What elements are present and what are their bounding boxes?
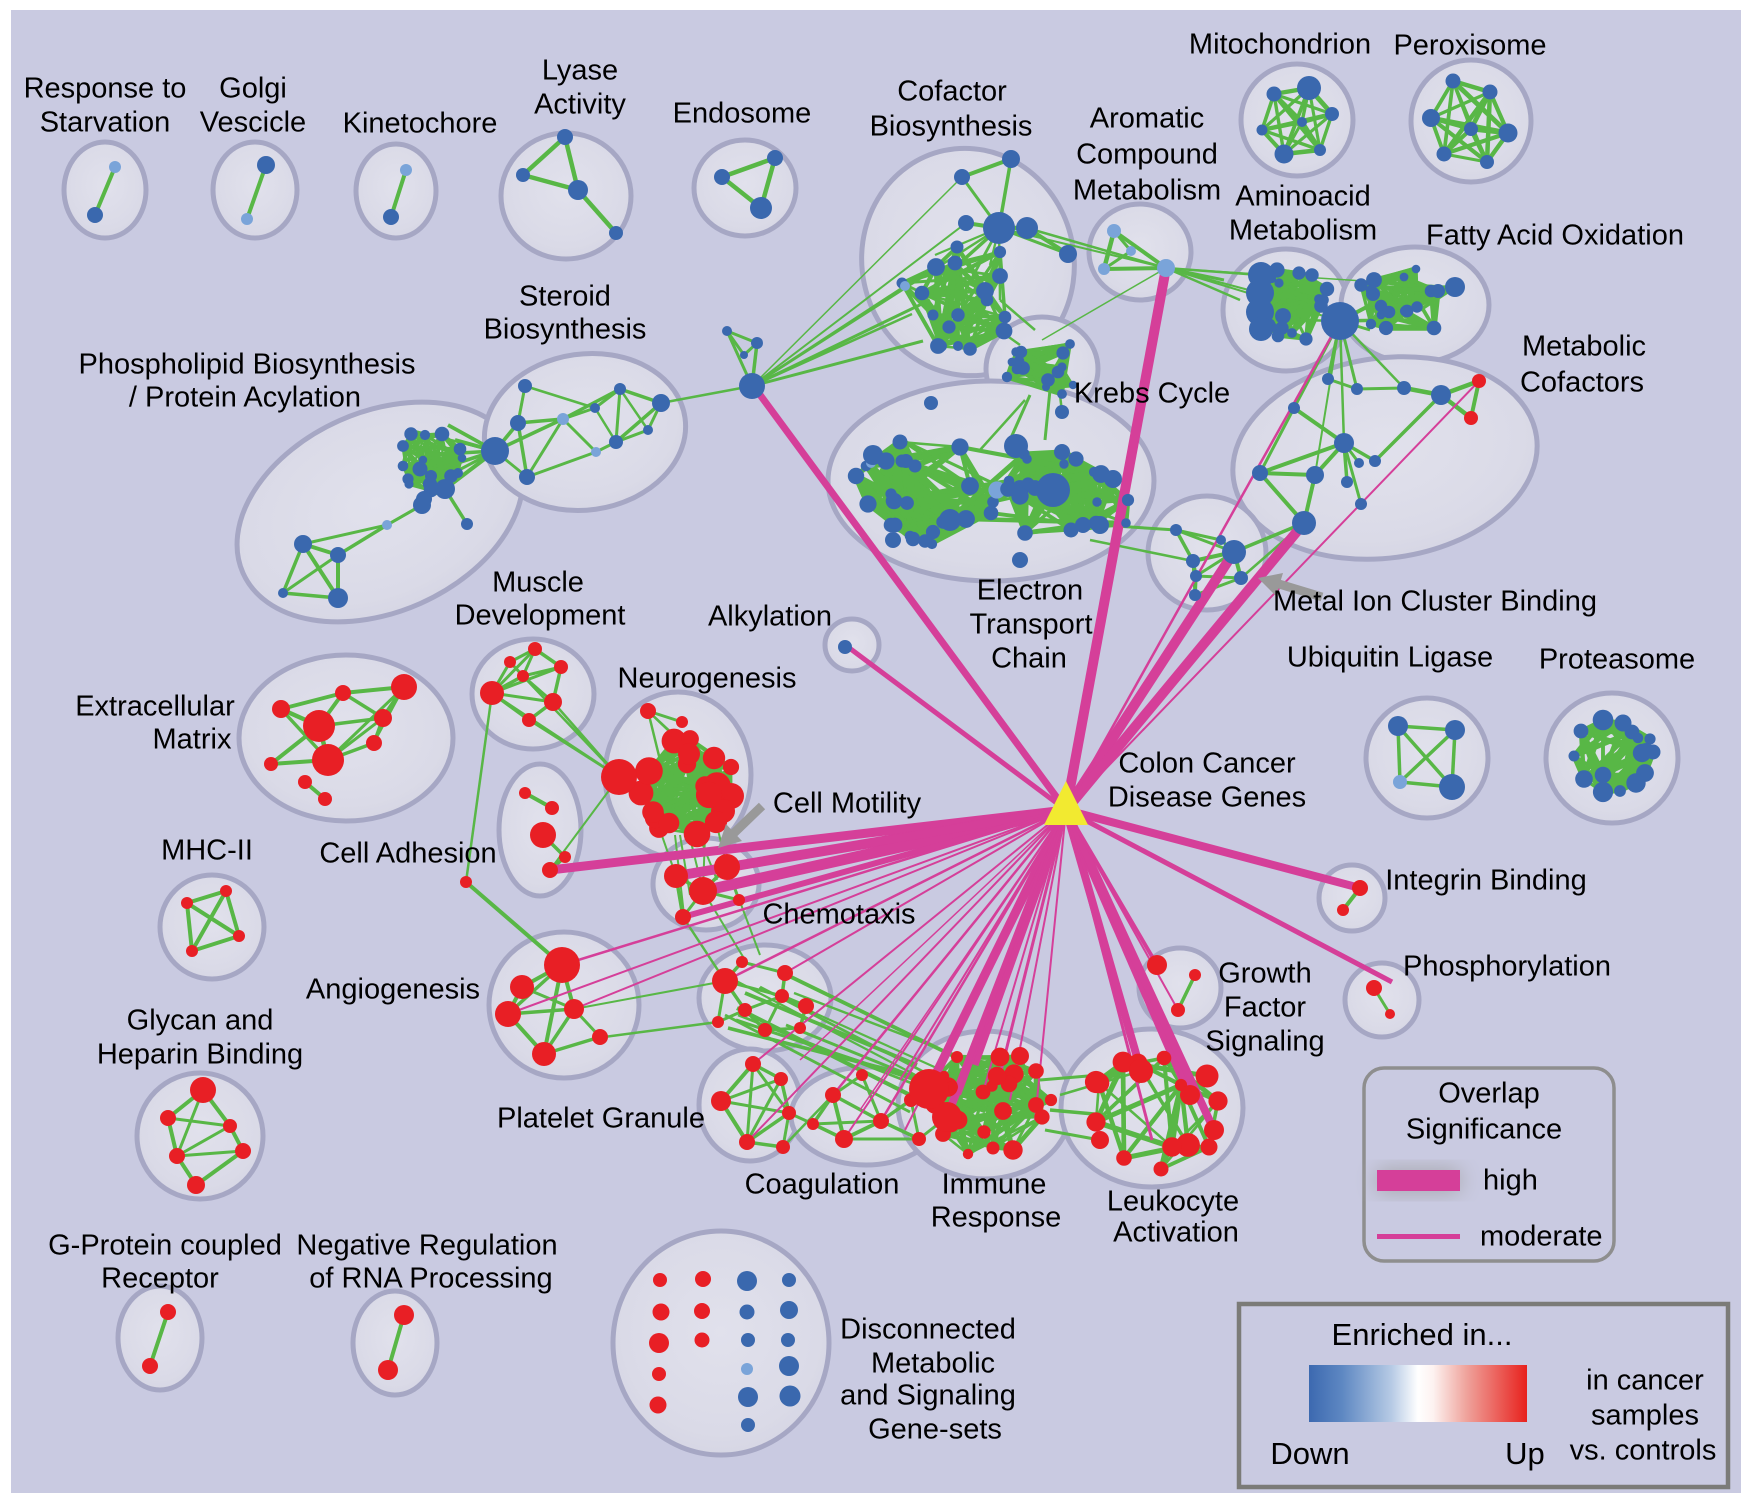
svg-text:Ubiquitin Ligase: Ubiquitin Ligase xyxy=(1287,642,1493,674)
svg-text:G-Protein coupled: G-Protein coupled xyxy=(48,1230,282,1262)
svg-text:Growth: Growth xyxy=(1218,958,1311,990)
svg-text:Overlap: Overlap xyxy=(1438,1078,1540,1110)
svg-text:Enriched in...: Enriched in... xyxy=(1332,1317,1513,1352)
svg-text:Starvation: Starvation xyxy=(40,107,171,139)
svg-text:of RNA Processing: of RNA Processing xyxy=(309,1263,552,1295)
svg-text:Cofactor: Cofactor xyxy=(897,76,1007,108)
svg-text:Aromatic: Aromatic xyxy=(1090,103,1204,135)
svg-text:Response: Response xyxy=(931,1202,1062,1234)
svg-text:Angiogenesis: Angiogenesis xyxy=(306,974,480,1006)
svg-text:Transport: Transport xyxy=(969,609,1092,641)
svg-text:Phosphorylation: Phosphorylation xyxy=(1403,951,1611,983)
svg-text:Neurogenesis: Neurogenesis xyxy=(618,663,797,695)
svg-text:Metabolism: Metabolism xyxy=(1229,215,1377,247)
svg-text:Fatty Acid Oxidation: Fatty Acid Oxidation xyxy=(1426,220,1684,252)
svg-text:high: high xyxy=(1483,1165,1538,1197)
svg-text:Chemotaxis: Chemotaxis xyxy=(762,899,915,931)
svg-text:MHC-II: MHC-II xyxy=(161,835,253,867)
svg-text:Proteasome: Proteasome xyxy=(1539,644,1695,676)
svg-text:Heparin Binding: Heparin Binding xyxy=(97,1039,303,1071)
svg-text:Cofactors: Cofactors xyxy=(1520,367,1644,399)
svg-text:Lyase: Lyase xyxy=(542,55,618,87)
svg-text:Golgi: Golgi xyxy=(219,73,287,105)
svg-text:Metabolic: Metabolic xyxy=(871,1348,995,1380)
svg-text:Immune: Immune xyxy=(942,1169,1047,1201)
svg-text:Vescicle: Vescicle xyxy=(200,107,306,139)
svg-text:Gene-sets: Gene-sets xyxy=(868,1414,1002,1446)
svg-text:Metabolic: Metabolic xyxy=(1522,331,1646,363)
svg-text:Response to: Response to xyxy=(24,73,187,105)
svg-text:Leukocyte: Leukocyte xyxy=(1107,1186,1239,1218)
svg-text:Receptor: Receptor xyxy=(101,1263,219,1295)
svg-text:in cancer: in cancer xyxy=(1586,1365,1704,1397)
svg-text:Factor: Factor xyxy=(1224,992,1307,1024)
svg-text:Krebs Cycle: Krebs Cycle xyxy=(1074,378,1230,410)
svg-text:Steroid: Steroid xyxy=(519,281,611,313)
svg-text:Coagulation: Coagulation xyxy=(745,1169,900,1201)
svg-text:Integrin Binding: Integrin Binding xyxy=(1385,865,1587,897)
svg-text:Mitochondrion: Mitochondrion xyxy=(1189,29,1371,61)
svg-text:Kinetochore: Kinetochore xyxy=(343,108,498,140)
svg-text:Up: Up xyxy=(1505,1436,1545,1471)
svg-text:and Signaling: and Signaling xyxy=(840,1380,1016,1412)
svg-text:Activity: Activity xyxy=(534,89,626,121)
svg-text:/ Protein Acylation: / Protein Acylation xyxy=(129,382,361,414)
svg-text:Metabolism: Metabolism xyxy=(1073,175,1221,207)
svg-text:Platelet Granule: Platelet Granule xyxy=(497,1103,705,1135)
svg-text:Disease Genes: Disease Genes xyxy=(1108,782,1306,814)
svg-text:Activation: Activation xyxy=(1113,1217,1239,1249)
svg-text:Peroxisome: Peroxisome xyxy=(1393,30,1546,62)
svg-text:Colon Cancer: Colon Cancer xyxy=(1118,748,1296,780)
svg-text:samples: samples xyxy=(1591,1400,1699,1432)
svg-text:Metal Ion Cluster Binding: Metal Ion Cluster Binding xyxy=(1273,586,1597,618)
svg-text:Chain: Chain xyxy=(991,643,1067,675)
svg-text:Down: Down xyxy=(1270,1436,1349,1471)
svg-text:Endosome: Endosome xyxy=(673,98,812,130)
svg-text:Cell Adhesion: Cell Adhesion xyxy=(319,838,496,870)
svg-text:Aminoacid: Aminoacid xyxy=(1235,181,1370,213)
svg-text:Biosynthesis: Biosynthesis xyxy=(870,111,1033,143)
svg-text:Compound: Compound xyxy=(1076,139,1218,171)
svg-text:Phospholipid Biosynthesis: Phospholipid Biosynthesis xyxy=(79,349,416,381)
svg-text:Significance: Significance xyxy=(1406,1114,1562,1146)
svg-text:Signaling: Signaling xyxy=(1205,1026,1324,1058)
svg-text:Matrix: Matrix xyxy=(153,724,232,756)
svg-text:Biosynthesis: Biosynthesis xyxy=(484,314,647,346)
svg-text:Negative Regulation: Negative Regulation xyxy=(296,1230,557,1262)
svg-text:Disconnected: Disconnected xyxy=(840,1314,1016,1346)
svg-text:Cell Motility: Cell Motility xyxy=(773,788,922,820)
svg-text:Extracellular: Extracellular xyxy=(75,691,235,723)
svg-text:Development: Development xyxy=(455,600,626,632)
svg-text:moderate: moderate xyxy=(1480,1221,1603,1253)
svg-text:vs. controls: vs. controls xyxy=(1570,1435,1717,1467)
svg-text:Muscle: Muscle xyxy=(492,567,584,599)
svg-text:Alkylation: Alkylation xyxy=(708,601,832,633)
svg-text:Glycan and: Glycan and xyxy=(127,1005,274,1037)
svg-text:Electron: Electron xyxy=(977,575,1083,607)
